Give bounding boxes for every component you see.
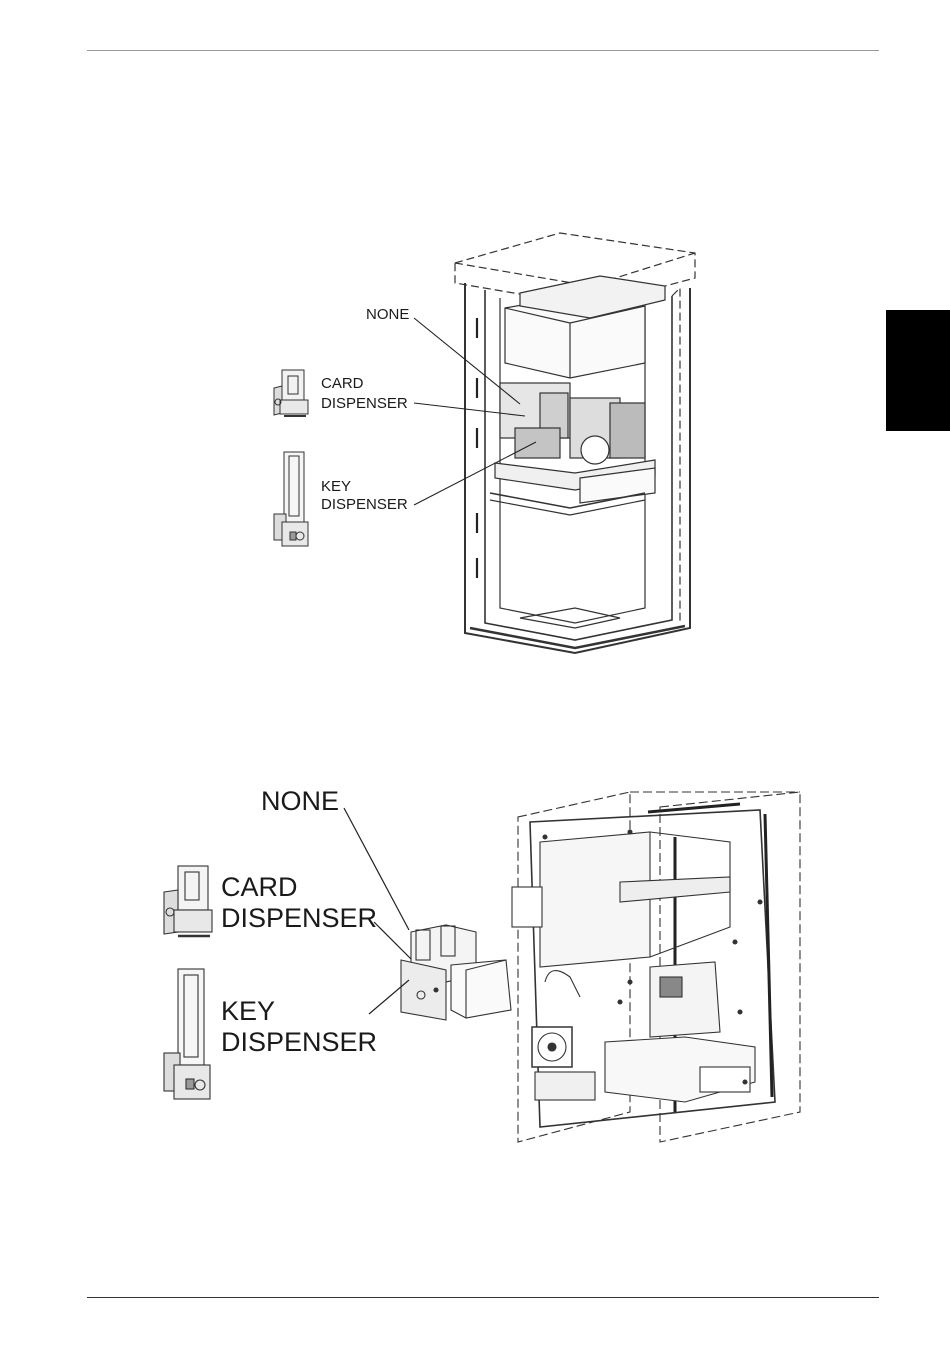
fig2-label-none: NONE (261, 786, 339, 816)
fig2-label-key-1: KEY (221, 996, 275, 1026)
fig2-label-key-2: DISPENSER (221, 1027, 377, 1057)
footer-rule (87, 1297, 879, 1298)
fig2-label-card-2: DISPENSER (221, 903, 377, 933)
fig2-label-card-1: CARD (221, 872, 298, 902)
